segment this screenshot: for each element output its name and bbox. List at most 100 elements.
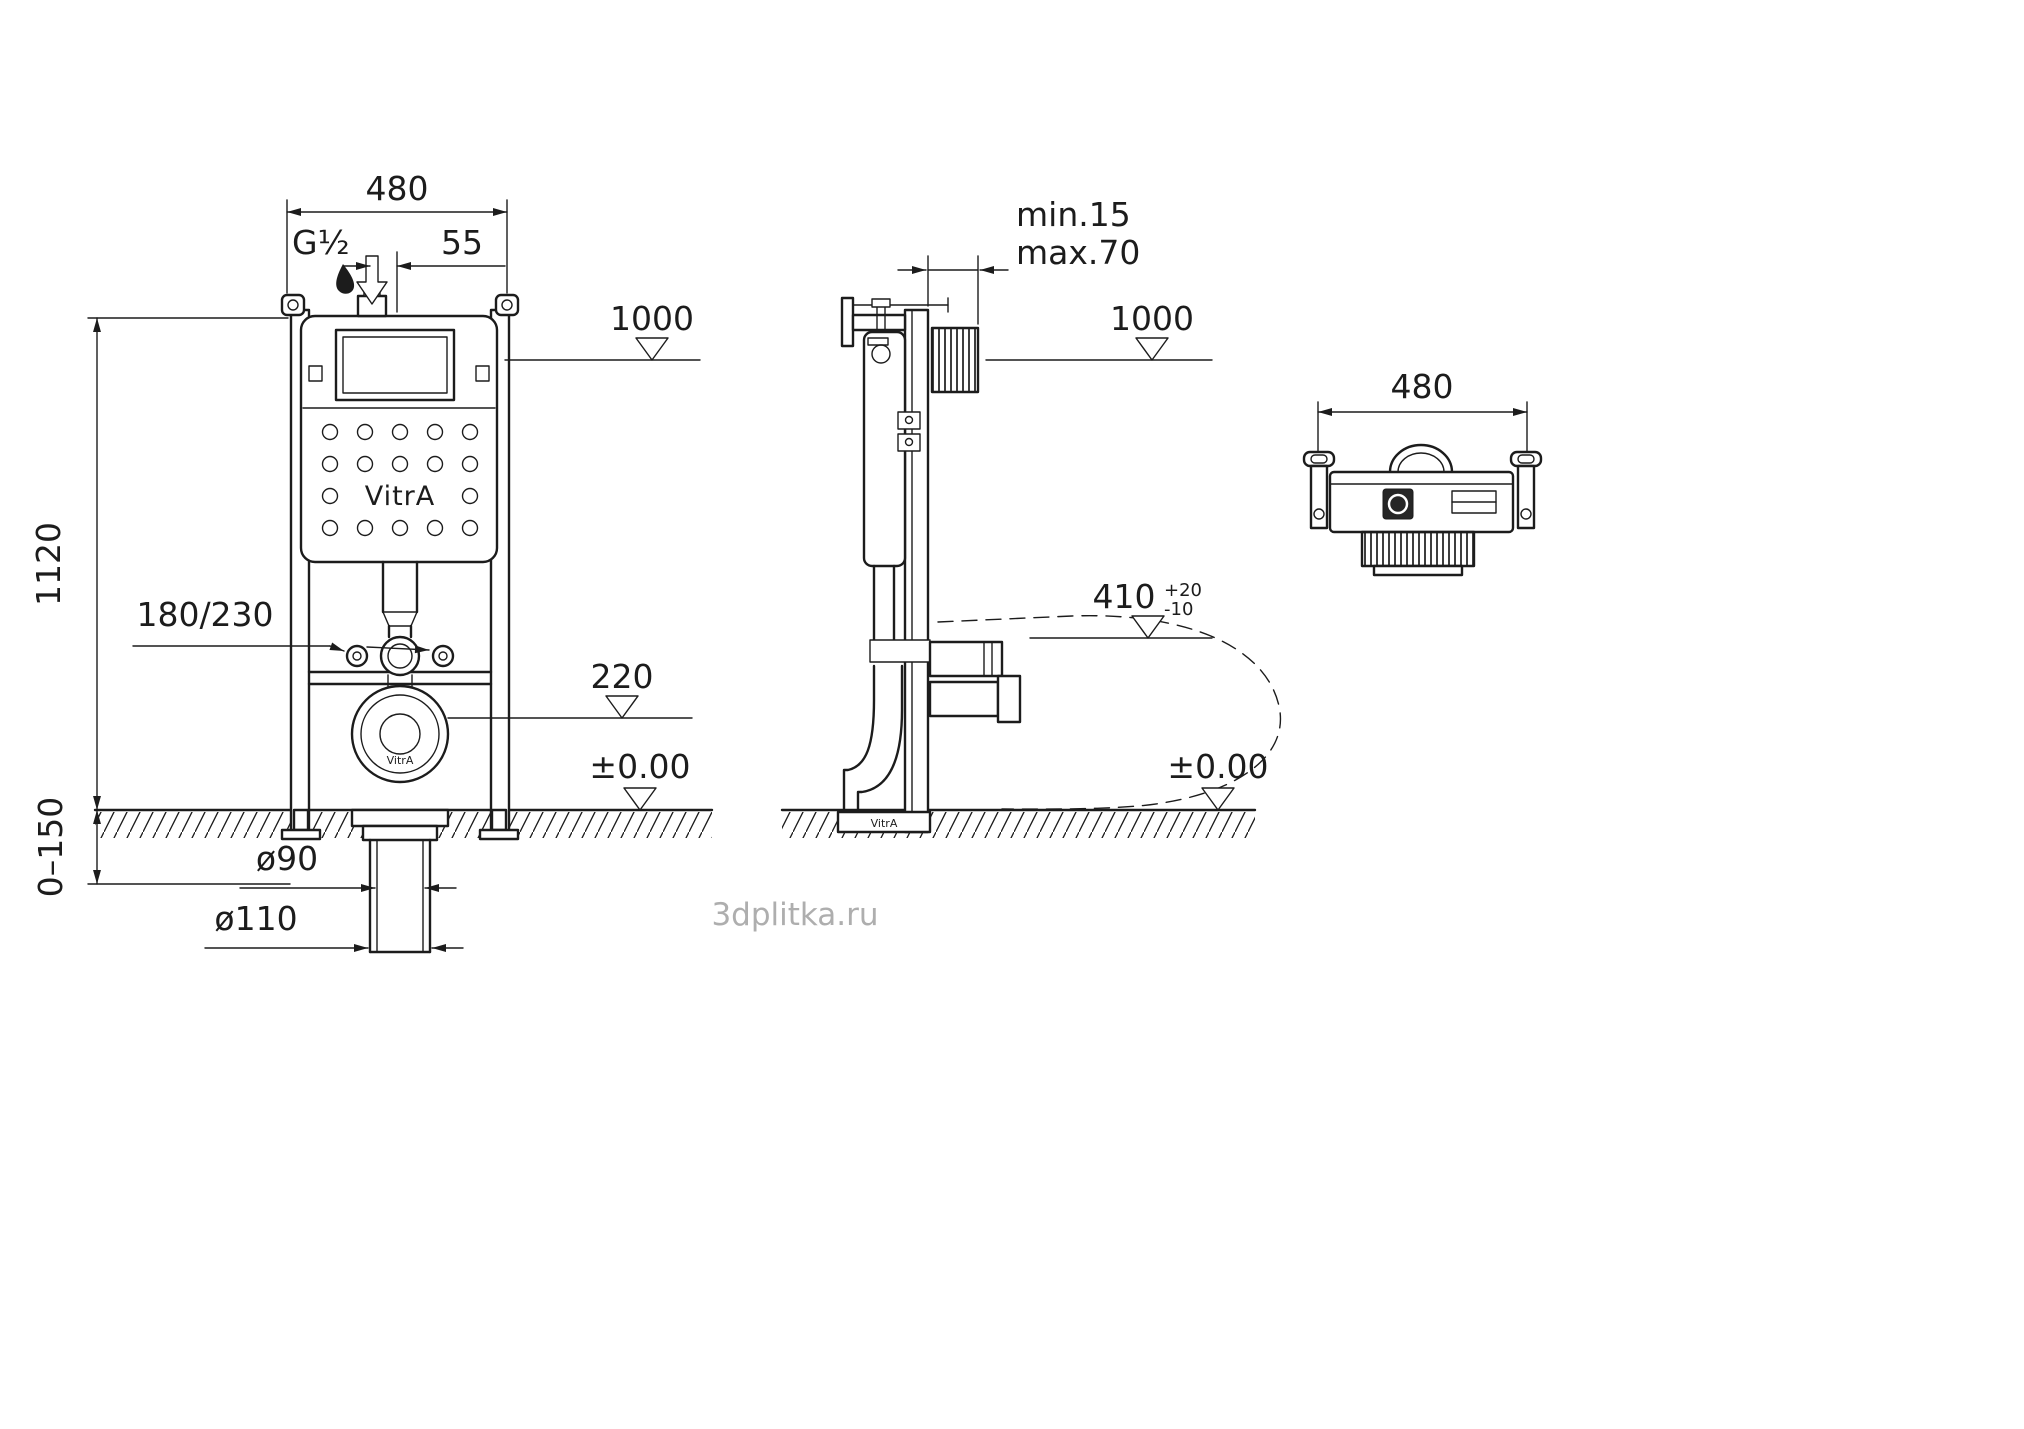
cistern-clip xyxy=(308,365,323,382)
tolerance-minus-label: -10 xyxy=(1164,599,1193,620)
top-flush-housing xyxy=(1360,530,1476,577)
brand-logo: VitrA xyxy=(365,481,436,512)
fixing-bolt-right xyxy=(431,644,455,668)
water-drop-icon xyxy=(336,264,355,294)
outlet-flange-inner xyxy=(379,713,421,755)
level-floor-side: ±0.00 xyxy=(1167,747,1269,811)
flush-bend-socket-inner xyxy=(387,643,413,669)
front-left-wall-tab xyxy=(280,293,306,317)
dim-fixing-spacing-label: 180/230 xyxy=(136,595,273,634)
level-triangle-icon xyxy=(1131,615,1165,639)
elbow-brand-label: VitrA xyxy=(871,817,898,830)
level-220-label: 220 xyxy=(591,657,654,696)
drain-stub-pipe xyxy=(928,680,1000,718)
dim-inlet-offset: 55 xyxy=(343,223,506,313)
dim-front-height: 1120 xyxy=(29,317,289,811)
side-rail xyxy=(903,308,930,834)
side-view: VitrA min.15 max.70 1000 41 xyxy=(836,195,1282,834)
dim-top-width: 480 xyxy=(1317,367,1528,453)
top-cistern xyxy=(1328,443,1515,534)
level-front-1000: 1000 xyxy=(504,299,701,361)
water-flow-arrow-icon xyxy=(356,255,388,305)
front-left-foot xyxy=(292,808,310,832)
dim-width-label: 480 xyxy=(1391,367,1454,406)
watermark: 3dplitka.ru xyxy=(711,897,878,933)
dim-foot-adjust-label: 0–150 xyxy=(31,797,70,897)
side-drain-elbow: VitrA xyxy=(836,664,932,834)
flush-plate-window-inner xyxy=(342,336,448,394)
side-bracket-upper xyxy=(897,411,921,430)
elbow-base xyxy=(836,810,932,834)
side-wall-bracket-arm xyxy=(851,313,907,332)
top-left-rail xyxy=(1309,464,1329,530)
cistern-dot-pattern xyxy=(321,423,479,537)
floor-level-label: ±0.00 xyxy=(1167,747,1268,786)
dim-outlet-diameter-90: ø90 xyxy=(239,839,457,892)
flush-stub-pipe xyxy=(928,640,1004,678)
level-outlet-220: 220 xyxy=(447,657,693,719)
top-right-rail xyxy=(1516,464,1536,530)
top-handle-arc xyxy=(1388,443,1454,474)
floor-level-label: ±0.00 xyxy=(589,747,690,786)
front-left-foot-plate xyxy=(280,828,322,841)
level-outlet-410: 410 +20 -10 xyxy=(1029,577,1213,639)
dim-d110-label: ø110 xyxy=(214,899,297,938)
side-bowl-connections xyxy=(928,640,1022,724)
front-right-foot-plate xyxy=(478,828,520,841)
front-view: VitrA Vitr xyxy=(29,169,701,954)
toilet-bowl-outline xyxy=(937,615,1282,810)
level-triangle-icon xyxy=(1135,337,1169,361)
dim-fixing-spacing: 180/230 xyxy=(132,595,430,654)
flush-plate-window xyxy=(334,328,456,402)
dim-wall-thickness: min.15 max.70 xyxy=(897,195,1140,325)
dim-d90-label: ø90 xyxy=(256,839,318,878)
cistern-clip xyxy=(475,365,490,382)
side-flush-pipe xyxy=(869,564,931,663)
top-right-tab xyxy=(1509,450,1543,468)
top-view: 480 xyxy=(1302,367,1543,577)
front-water-inlet xyxy=(336,255,388,318)
tab-hole xyxy=(287,299,299,311)
top-frame-rails xyxy=(1302,450,1543,530)
dim-outlet-diameter-110: ø110 xyxy=(204,899,464,952)
dim-width-label: 480 xyxy=(366,169,429,208)
dim-height-label: 1120 xyxy=(29,522,68,606)
fixing-bolt-left xyxy=(345,644,369,668)
front-bottom-bracket xyxy=(350,808,450,828)
level-triangle-icon xyxy=(635,337,669,361)
level-triangle-icon xyxy=(605,695,639,719)
level-triangle-icon xyxy=(1201,787,1235,811)
front-drain-pipe xyxy=(361,824,439,954)
level-floor-front: ±0.00 xyxy=(589,747,691,811)
top-inlet-connector xyxy=(1382,488,1414,520)
level-1000-label: 1000 xyxy=(1110,299,1194,338)
dim-foot-adjust: 0–150 xyxy=(31,797,291,897)
tab-hole xyxy=(501,299,513,311)
top-left-tab xyxy=(1302,450,1336,468)
dim-wall-max-label: max.70 xyxy=(1016,233,1140,272)
front-outlet-flange: VitrA xyxy=(350,684,450,784)
tolerance-plus-label: +20 xyxy=(1164,580,1202,601)
dim-front-width: 480 xyxy=(286,169,508,294)
dim-outlet-height-label: 410 xyxy=(1093,577,1156,616)
flush-pipe-connector xyxy=(869,639,931,663)
level-1000-label: 1000 xyxy=(610,299,694,338)
front-right-foot xyxy=(490,808,508,832)
front-fixing-bolts xyxy=(345,644,455,668)
side-wall-bracket-plate xyxy=(840,296,855,348)
top-conduit-ribs xyxy=(1360,530,1476,568)
dim-inlet-offset-label: 55 xyxy=(441,223,483,262)
front-flush-pipe xyxy=(379,560,421,688)
inlet-thread-label: G½ xyxy=(292,223,350,262)
front-cistern: VitrA xyxy=(299,314,499,564)
level-side-1000: 1000 xyxy=(985,299,1213,361)
dim-wall-min-label: min.15 xyxy=(1016,195,1131,234)
side-flush-conduit xyxy=(930,326,980,394)
drain-stub-collar xyxy=(996,674,1022,724)
front-right-wall-tab xyxy=(494,293,520,317)
side-cistern xyxy=(862,298,921,568)
side-inlet-fitting xyxy=(871,298,891,308)
drain-pipe-flange xyxy=(361,824,439,842)
